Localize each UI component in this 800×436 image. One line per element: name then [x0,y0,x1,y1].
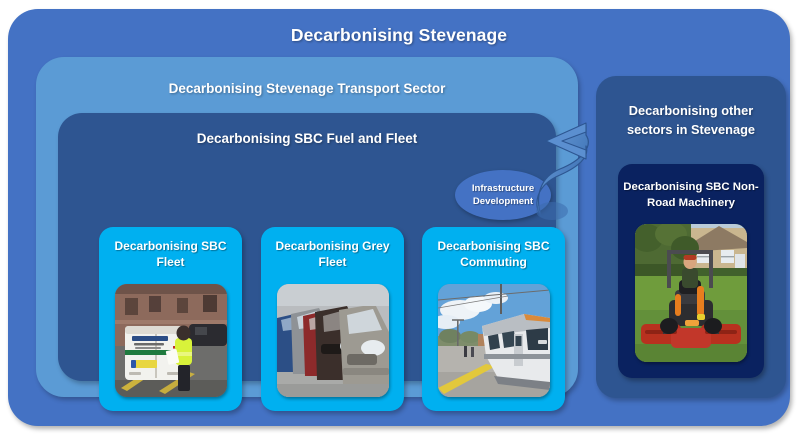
infrastructure-development-node: Infrastructure Development [455,170,551,220]
sbc-fuel-and-fleet-title: Decarbonising SBC Fuel and Fleet [196,131,418,146]
train-at-station-photo [438,284,550,397]
container-transport-sector: Decarbonising Stevenage Transport Sector… [36,57,589,411]
outer-container-title: Decarbonising Stevenage [290,25,508,45]
stevenage-borough-council-van-photo [115,284,227,397]
row-of-parked-cars-photo [277,284,389,397]
card-title: Decarbonising SBC Fleet [114,239,227,269]
infrastructure-label-line-2: Development [472,196,534,207]
card-decarbonising-sbc-commuting: Decarbonising SBC Commuting [422,227,565,411]
card-decarbonising-grey-fleet: Decarbonising Grey Fleet [261,227,404,411]
other-sectors-title: Decarbonising other sectors in Stevenage [626,103,756,137]
card-title: Decarbonising Grey Fleet [275,239,390,269]
ride-on-mower-photo [635,224,747,362]
infrastructure-label-line-1: Infrastructure [471,183,535,194]
container-other-sectors: Decarbonising other sectors in Stevenage… [596,76,786,398]
transport-sector-title: Decarbonising Stevenage Transport Sector [168,81,446,96]
card-decarbonising-sbc-fleet: Decarbonising SBC Fleet [99,227,242,411]
card-decarbonising-sbc-non-road-machinery: Decarbonising SBC Non-Road Machinery [618,164,764,378]
card-title: Decarbonising SBC Commuting [437,239,550,269]
container-decarbonising-stevenage: Decarbonising Stevenage Decarbonising St… [8,9,790,426]
card-title: Decarbonising SBC Non-Road Machinery [623,181,759,209]
